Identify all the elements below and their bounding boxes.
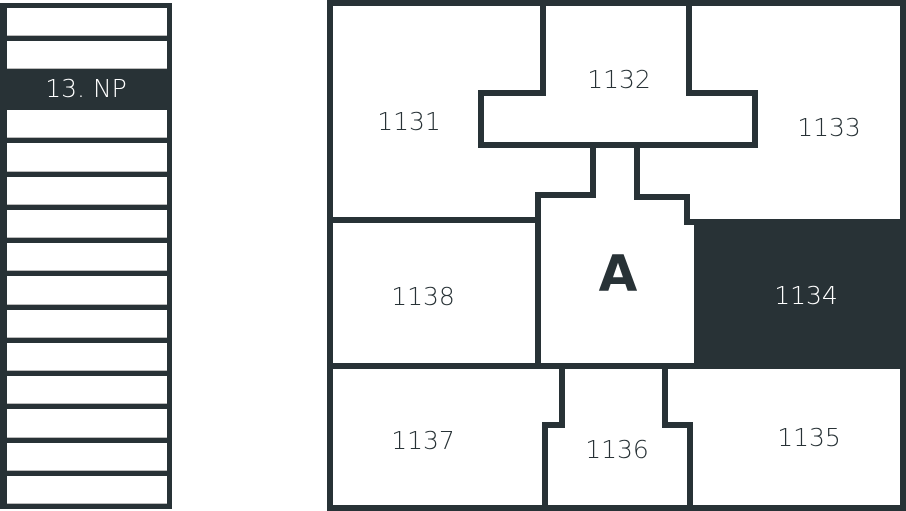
floor-item[interactable] [7,409,167,438]
floor-item[interactable] [7,110,167,139]
unit-1133[interactable]: 1133 [797,113,861,142]
plan-outline [327,0,906,511]
wall [662,366,693,508]
floor-item[interactable] [7,342,167,372]
floor-item[interactable] [7,442,167,471]
building-label: A [599,245,638,303]
floor-item[interactable] [7,376,167,405]
floor-label: 13. NP [45,74,127,104]
floor-item[interactable] [7,276,167,305]
floor-item[interactable] [7,475,167,504]
floor-item[interactable] [7,243,167,272]
unit-1131[interactable]: 1131 [377,107,441,136]
floor-item[interactable] [7,209,167,239]
unit-1136[interactable]: 1136 [585,435,649,464]
floor-item[interactable] [7,176,167,205]
floor-item[interactable] [7,8,167,37]
wall [535,145,596,365]
wall [478,3,758,148]
unit-1138[interactable]: 1138 [391,282,455,311]
floor-item[interactable] [7,143,167,172]
unit-1137[interactable]: 1137 [391,426,455,455]
unit-1134[interactable]: 1134 [774,281,838,310]
unit-1134-area[interactable] [694,222,906,368]
floor-item[interactable] [7,41,167,70]
wall [634,145,906,225]
floor-selector: 13. NP [0,3,172,509]
floor-item-active[interactable]: 13. NP [0,72,172,106]
unit-1132[interactable]: 1132 [587,65,651,94]
wall [542,366,565,508]
floor-item[interactable] [7,309,167,338]
unit-1135[interactable]: 1135 [777,423,841,452]
